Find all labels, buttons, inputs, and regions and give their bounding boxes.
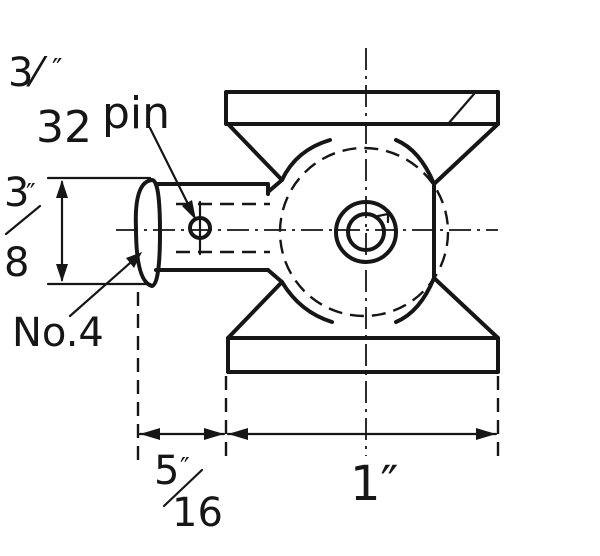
width-label: 1″ xyxy=(350,456,398,512)
right-taper xyxy=(432,122,500,340)
side-arm xyxy=(133,178,270,288)
height-fraction-bar xyxy=(4,204,42,236)
screw-leader xyxy=(68,254,140,318)
arm-top-edge xyxy=(154,182,270,196)
offset-arrow-right xyxy=(204,428,224,440)
spool-body xyxy=(224,90,500,374)
pin-size-denominator: 32 xyxy=(36,102,92,153)
height-arrow-down xyxy=(56,264,68,282)
pin-leader-arrow xyxy=(182,200,196,220)
left-taper-upper xyxy=(226,122,284,194)
offset-inch-mark: ″ xyxy=(180,453,190,483)
height-denominator: 8 xyxy=(4,240,29,286)
height-arrow-up xyxy=(56,180,68,198)
top-flange xyxy=(224,90,500,126)
left-taper-lower xyxy=(226,268,284,340)
left-waist-curve-lower xyxy=(280,280,334,324)
screw-head xyxy=(133,178,162,288)
pin-size-inch-mark: ″ xyxy=(52,52,62,85)
offset-numerator: 5 xyxy=(154,448,179,494)
pin-size-numerator: 3⁄ xyxy=(8,50,47,96)
width-arrow-left xyxy=(228,428,248,440)
screw-label: No.4 xyxy=(12,310,104,356)
pin-label: pin xyxy=(102,88,170,139)
pin-leader xyxy=(148,126,194,214)
width-arrow-right xyxy=(476,428,496,440)
offset-denominator: 16 xyxy=(172,490,223,536)
width-dimensions xyxy=(136,292,500,464)
right-waist-curve xyxy=(394,138,436,186)
wheel-hidden-outline xyxy=(278,146,450,318)
offset-fraction-bar xyxy=(162,468,204,508)
left-waist-curve xyxy=(280,138,332,182)
bottom-flange xyxy=(226,336,500,374)
flange-leader-line xyxy=(446,92,476,126)
hub-keyway xyxy=(376,212,390,224)
height-dimension xyxy=(46,176,152,286)
offset-arrow-left xyxy=(140,428,160,440)
height-numerator: 3 xyxy=(4,170,29,216)
height-inch-mark: ″ xyxy=(26,179,36,209)
wheel-and-hub xyxy=(116,48,498,456)
screw-leader-arrow xyxy=(126,252,142,268)
